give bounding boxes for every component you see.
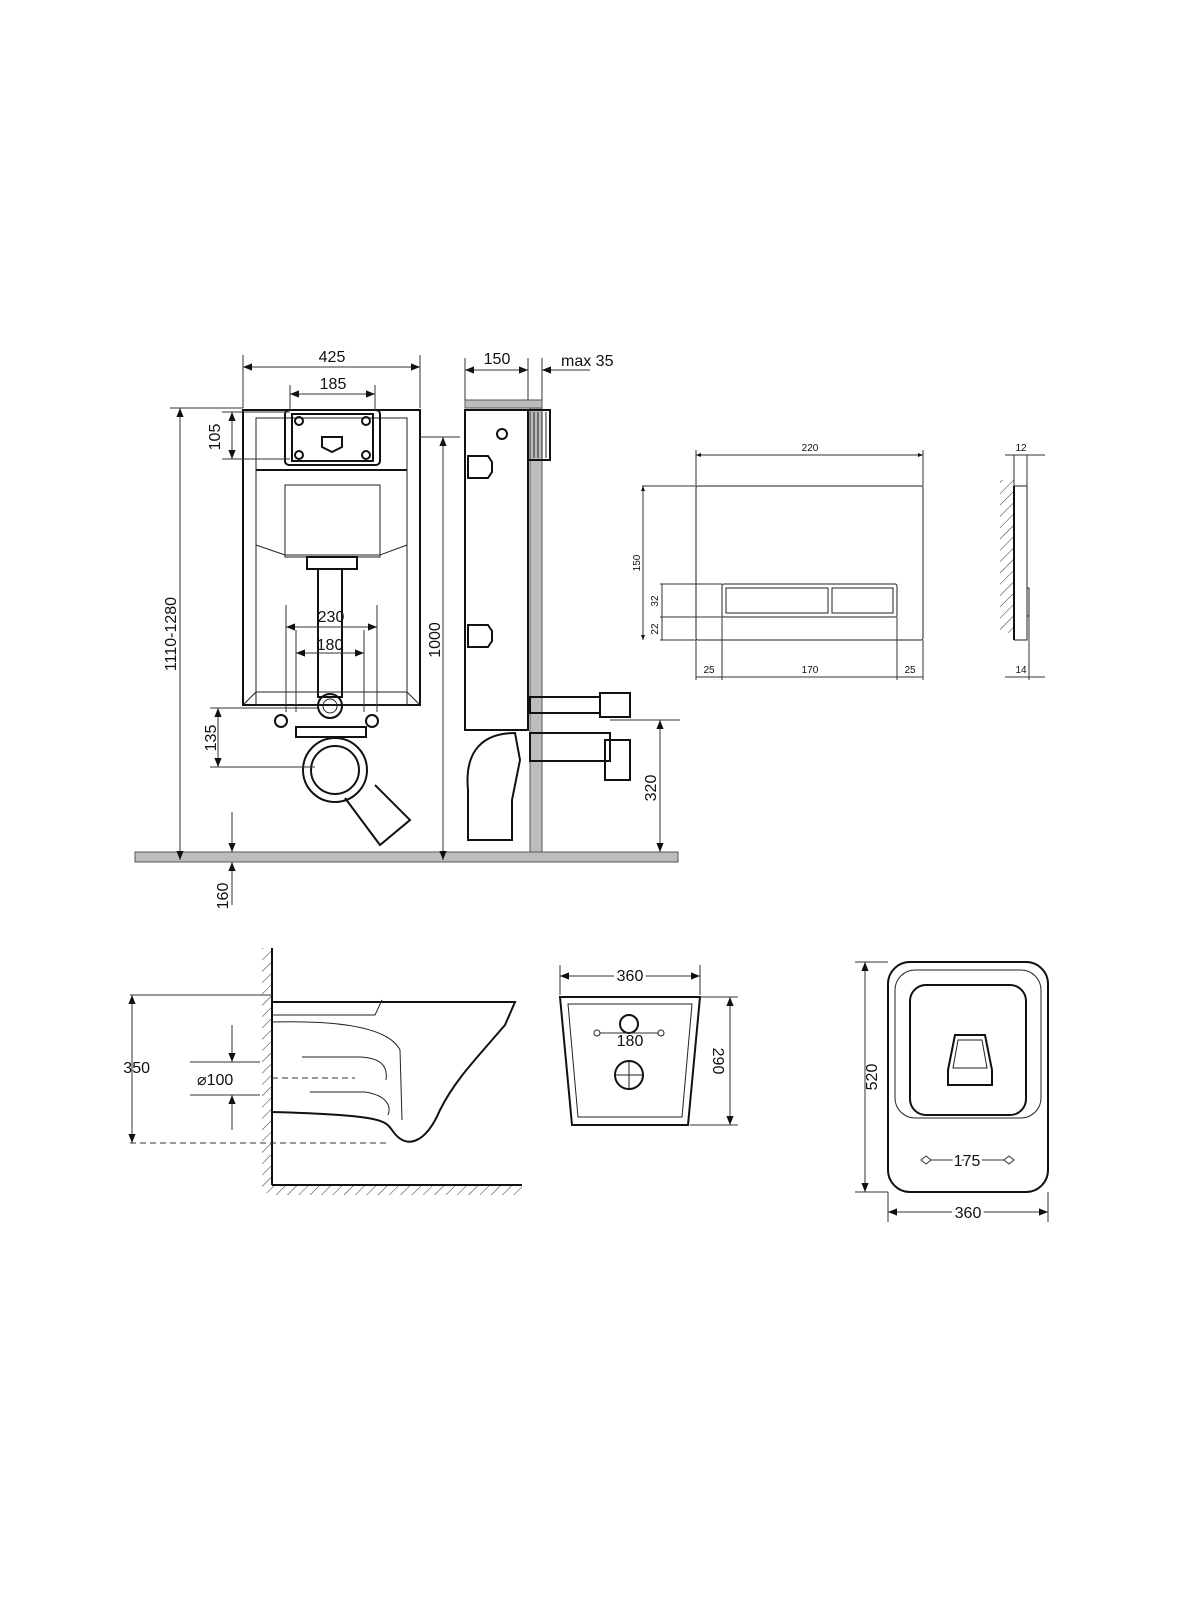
dim-frame-depth: 150: [484, 351, 511, 368]
bowl-rear-view: 180 360 290: [558, 965, 738, 1126]
dim-cistern-width: 185: [320, 376, 347, 393]
dim-cistern-height: 105: [207, 424, 224, 451]
dim-thickness-top: 12: [1015, 443, 1027, 454]
bowl-side-view: 350 ⌀100: [123, 948, 522, 1195]
dim-frame-height: 1000: [427, 622, 444, 658]
dim-button-bottom: 22: [650, 623, 661, 635]
dim-top-length: 520: [864, 1064, 881, 1091]
dim-button-height: 32: [650, 595, 661, 607]
frame-side-view: 150 max 35 1000 320: [420, 351, 680, 860]
dim-outer-fixing: 230: [318, 609, 345, 626]
dim-drain-offset: 135: [203, 725, 220, 752]
flush-plate-front-view: 220 150 32 22 25 170 25: [632, 443, 924, 680]
wall-section: [529, 404, 543, 853]
dim-button-width: 170: [802, 665, 819, 676]
dim-rear-width: 360: [617, 968, 644, 985]
dim-plate-height: 150: [632, 554, 643, 571]
dim-floor-offset: 160: [215, 883, 232, 910]
dim-margin-right: 25: [904, 665, 916, 676]
dim-outlet-diameter: ⌀100: [197, 1072, 233, 1089]
dim-rear-fixing: 180: [617, 1033, 644, 1050]
dim-plate-width: 220: [802, 443, 819, 454]
dim-margin-left: 25: [703, 665, 715, 676]
dim-top-width: 360: [955, 1205, 982, 1222]
dim-top-fixing: 175: [954, 1153, 981, 1170]
dim-frame-width: 425: [319, 349, 346, 366]
dim-thickness-bottom: 14: [1015, 665, 1027, 676]
dim-bowl-height: 350: [123, 1060, 150, 1077]
bowl-top-view: 175 520 360: [855, 961, 1049, 1225]
dim-rear-depth: 290: [709, 1048, 726, 1075]
floor-line: [134, 851, 679, 863]
flush-plate-side-view: 12 14: [1000, 443, 1045, 680]
dim-drain-height: 320: [643, 775, 660, 802]
dim-total-height: 1110-1280: [163, 597, 180, 671]
dim-wall-max: max 35: [561, 353, 614, 370]
dim-inner-fixing: 180: [317, 637, 344, 654]
frame-front-view: 425 185 105 1110-1280 230 180 135 160: [134, 349, 679, 910]
